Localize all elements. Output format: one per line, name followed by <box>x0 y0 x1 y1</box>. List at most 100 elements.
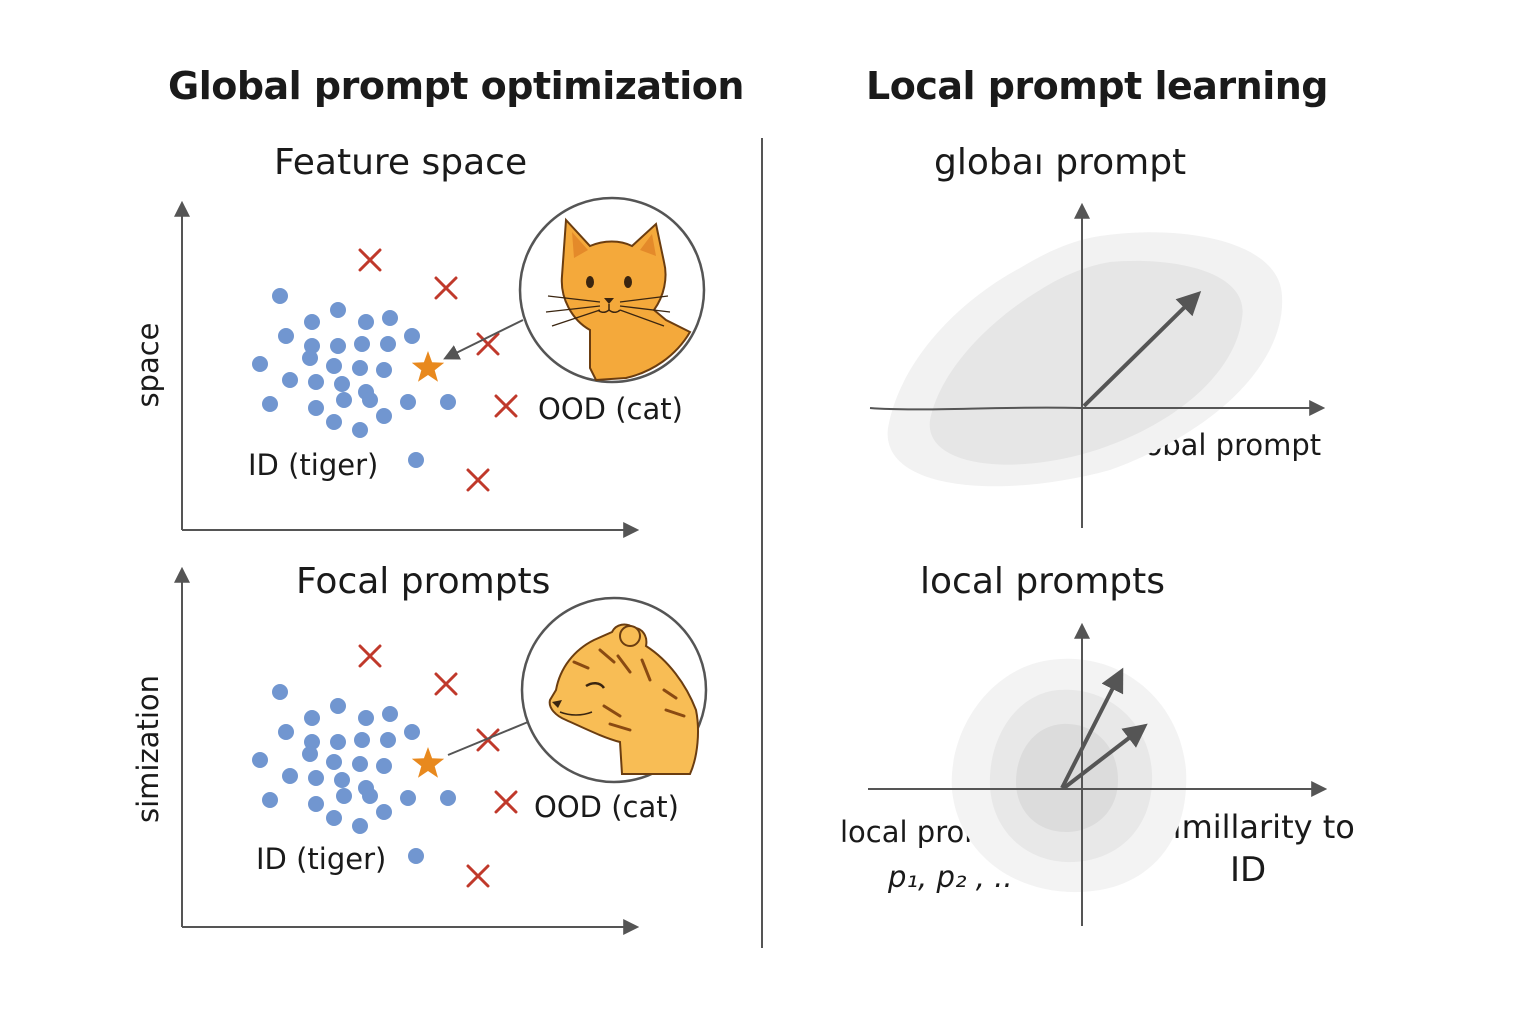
bottom-id-point <box>304 734 320 750</box>
bottom-id-point <box>362 788 378 804</box>
bottom-id-point <box>278 724 294 740</box>
top-id-point <box>334 376 350 392</box>
top-id-point <box>362 392 378 408</box>
top-id-point <box>262 396 278 412</box>
top-id-point <box>326 358 342 374</box>
bottom-id-point <box>334 772 350 788</box>
top-id-point <box>326 414 342 430</box>
top-right-subtitle: globaı prompt <box>934 142 1187 183</box>
bottom-ood-mark <box>466 864 490 888</box>
top-id-point <box>358 384 374 400</box>
bottom-id-point <box>304 710 320 726</box>
top-id-point <box>376 362 392 378</box>
bottom-id-point <box>358 710 374 726</box>
top-id-point <box>302 350 318 366</box>
bottom-id-point <box>330 698 346 714</box>
top-star-marker <box>411 351 445 382</box>
bottom-left-subtitle: Focal prompts <box>296 561 551 602</box>
bottom-right-distribution <box>951 658 1187 893</box>
bottom-ood-mark <box>434 672 458 696</box>
bottom-id-point <box>380 732 396 748</box>
top-id-point <box>376 408 392 424</box>
top-right-axes <box>869 202 1326 528</box>
bottom-ood-label: OOD (cat) <box>534 790 679 824</box>
bottom-pointer-line <box>447 721 529 756</box>
top-id-point <box>252 356 268 372</box>
top-id-point <box>440 394 456 410</box>
local-prompts-symbols: p₁, p₂ , .. <box>888 860 1013 894</box>
top-id-point <box>352 422 368 438</box>
bottom-id-point-cloud <box>252 684 456 864</box>
bottom-id-point <box>400 790 416 806</box>
top-id-point <box>400 394 416 410</box>
top-pointer-arrow <box>443 319 524 360</box>
top-ood-mark <box>358 248 382 272</box>
bottom-id-point <box>352 818 368 834</box>
top-ood-mark <box>494 394 518 418</box>
top-id-point <box>336 392 352 408</box>
local-prompt-vector-2 <box>1062 723 1148 790</box>
bottom-id-point <box>282 768 298 784</box>
similarity-axis-label-id: ID <box>1230 850 1267 890</box>
bottom-id-label: ID (tiger) <box>256 842 387 876</box>
bottom-ood-mark <box>494 790 518 814</box>
bottom-id-point <box>330 734 346 750</box>
top-ood-mark <box>476 332 500 356</box>
top-id-point <box>352 360 368 376</box>
bottom-id-point <box>336 788 352 804</box>
top-id-point <box>278 328 294 344</box>
bottom-ood-mark <box>358 644 382 668</box>
bottom-id-point <box>302 746 318 762</box>
bottom-right-subtitle: local prompts <box>920 561 1166 602</box>
top-id-point <box>304 314 320 330</box>
bottom-id-point <box>382 706 398 722</box>
top-ood-marks <box>358 248 518 492</box>
top-id-point <box>380 336 396 352</box>
bottom-id-point <box>408 848 424 864</box>
bottom-id-point <box>262 792 278 808</box>
top-id-label: ID (tiger) <box>248 448 379 482</box>
bottom-id-point <box>376 758 392 774</box>
bottom-id-point <box>358 780 374 796</box>
bottom-id-point <box>440 790 456 806</box>
bottom-left-axes <box>174 566 640 935</box>
top-id-point <box>272 288 288 304</box>
top-id-point <box>408 452 424 468</box>
global-prompt-axis-label: global prompt <box>1118 428 1322 462</box>
bottom-id-point <box>404 724 420 740</box>
top-id-point <box>330 302 346 318</box>
bottom-left-y-axis-label: simization <box>131 674 165 824</box>
top-ood-label: OOD (cat) <box>538 392 683 426</box>
tiger-head-icon <box>548 623 699 775</box>
bottom-id-point <box>308 796 324 812</box>
bottom-id-point <box>326 754 342 770</box>
bottom-id-point <box>326 810 342 826</box>
global-prompt-vector <box>1082 290 1202 408</box>
top-id-point <box>404 328 420 344</box>
top-id-point <box>358 314 374 330</box>
right-panel-title: Local prompt learning <box>866 64 1329 108</box>
top-left-subtitle: Feature space <box>274 142 528 183</box>
bottom-star-marker <box>411 747 445 778</box>
local-prompt-vector-1 <box>1060 667 1124 789</box>
cat-inset <box>518 196 706 384</box>
top-id-point <box>282 372 298 388</box>
top-id-point <box>308 400 324 416</box>
top-id-point <box>308 374 324 390</box>
cat-face-icon <box>545 217 692 382</box>
left-panel-title: Global prompt optimization <box>168 64 744 108</box>
tiger-inset <box>520 596 708 784</box>
bottom-ood-mark <box>476 728 500 752</box>
bottom-id-point <box>352 756 368 772</box>
bottom-id-point <box>354 732 370 748</box>
bottom-id-point <box>308 770 324 786</box>
similarity-axis-label: simillarity to <box>1156 808 1355 846</box>
top-ood-mark <box>434 276 458 300</box>
local-prompts-label: local prompts <box>840 815 1038 849</box>
top-id-point <box>304 338 320 354</box>
top-id-point <box>354 336 370 352</box>
top-id-point-cloud <box>252 288 456 468</box>
bottom-id-point <box>376 804 392 820</box>
